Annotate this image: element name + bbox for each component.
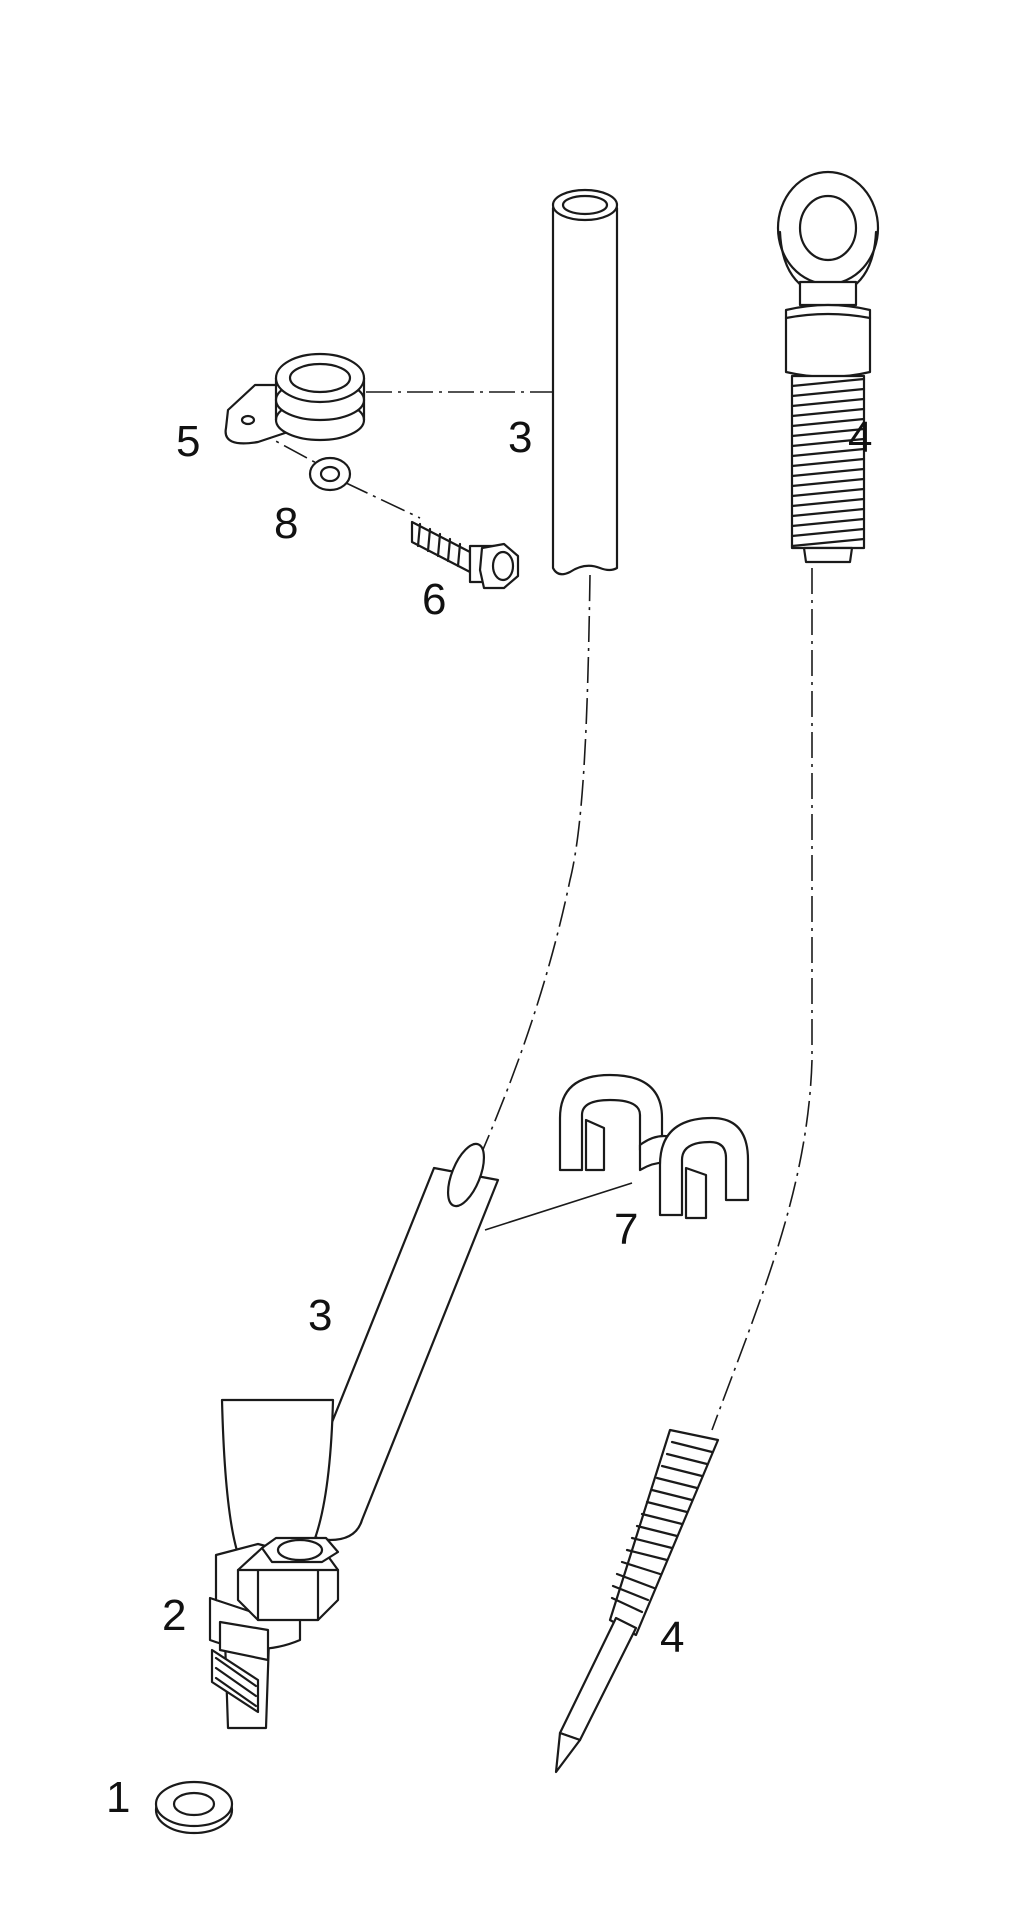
callout-labels: 5 8 6 3 4 7 3 2 4 1 [106, 413, 872, 1822]
sealing-washer [154, 1780, 234, 1835]
dipstick-handle [776, 170, 880, 564]
double-clip [558, 1073, 750, 1220]
callout-4-upper: 4 [848, 413, 872, 462]
callout-7: 7 [614, 1205, 638, 1254]
washer-small [308, 456, 352, 492]
callout-8: 8 [274, 499, 298, 548]
callout-6: 6 [422, 575, 446, 624]
callout-1: 1 [106, 1773, 130, 1822]
assembly-lines [247, 391, 813, 1431]
hex-bolt [410, 520, 520, 590]
callout-3-lower: 3 [308, 1291, 332, 1340]
leader-line-7 [484, 1182, 633, 1231]
callout-4-lower: 4 [660, 1613, 684, 1662]
hex-fitting [208, 1398, 340, 1730]
callout-5: 5 [176, 417, 200, 466]
callout-2: 2 [162, 1591, 186, 1640]
p-clamp [224, 352, 366, 445]
tube-upper [551, 188, 619, 576]
dipstick-blade [554, 1428, 720, 1774]
callout-3-upper: 3 [508, 413, 532, 462]
